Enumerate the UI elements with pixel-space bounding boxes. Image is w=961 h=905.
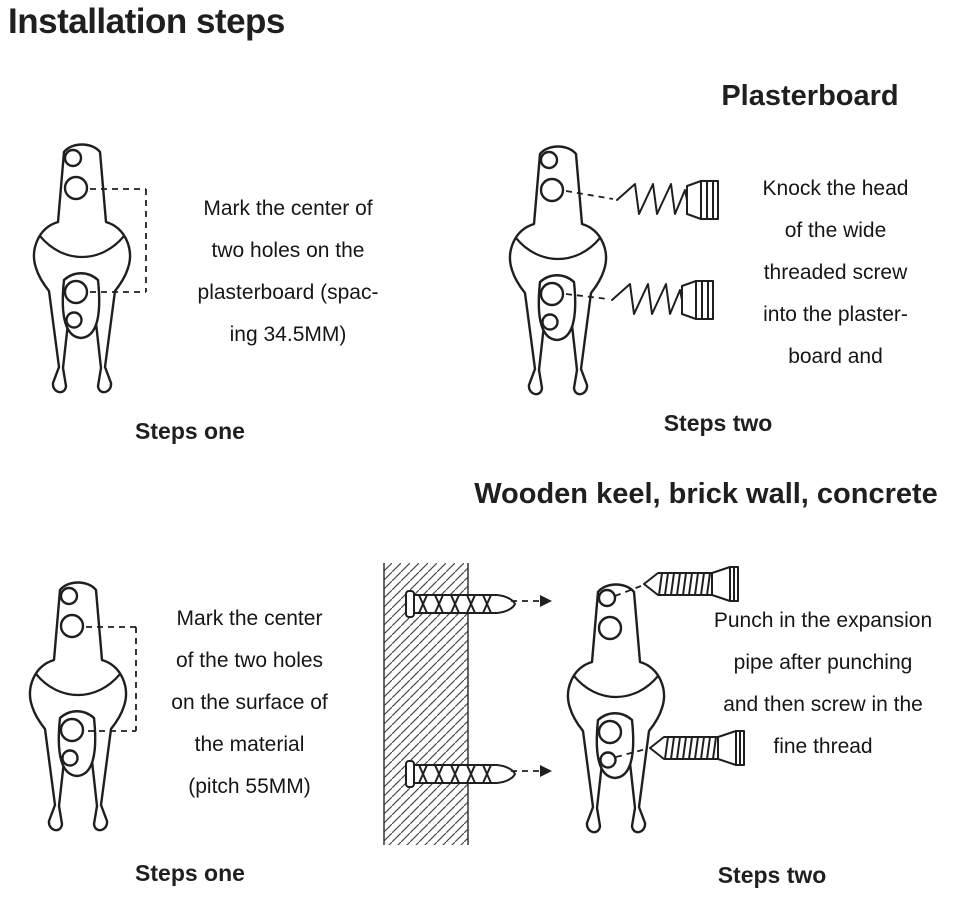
step-text-line: of the wide bbox=[784, 219, 887, 242]
anchor-arrows bbox=[511, 595, 552, 777]
caption-steps-one: Steps one bbox=[135, 860, 245, 886]
step-text-line: (pitch 55MM) bbox=[188, 775, 311, 798]
hook-drawing-top-left bbox=[32, 143, 132, 394]
step-text-line: two holes on the bbox=[211, 239, 365, 262]
step-text-wall-two: Punch in the expansion pipe after punchi… bbox=[688, 600, 958, 768]
hook-drawing-top-right bbox=[508, 145, 608, 396]
step-text-line: on the surface of bbox=[171, 691, 328, 714]
wall-hook-icon bbox=[28, 581, 128, 832]
step-text-line: into the plaster- bbox=[763, 303, 908, 326]
step-text-line: fine thread bbox=[773, 735, 873, 758]
step-text-wall-one: Mark the center of the two holes on the … bbox=[152, 598, 347, 808]
wide-thread-screw-icon bbox=[611, 280, 714, 320]
step-text-plasterboard-two: Knock the head of the wide threaded scre… bbox=[733, 168, 938, 378]
wide-thread-screw-icon bbox=[611, 280, 714, 320]
step-text-line: plasterboard (spac- bbox=[197, 281, 379, 304]
step-text-line: the material bbox=[194, 733, 305, 756]
hook-drawing-bottom-left bbox=[28, 581, 128, 832]
wide-thread-screw-icon bbox=[616, 180, 719, 220]
expansion-anchor-icon bbox=[405, 590, 516, 618]
wall-hook-icon bbox=[566, 583, 666, 834]
fine-thread-screw-icon bbox=[643, 566, 739, 602]
step-text-line: Mark the center of bbox=[203, 197, 373, 220]
hook-drawing-bottom-right bbox=[566, 583, 666, 834]
expansion-anchor-icon bbox=[405, 760, 516, 788]
step-text-plasterboard-one: Mark the center of two holes on the plas… bbox=[168, 188, 408, 356]
step-text-line: board and bbox=[788, 345, 883, 368]
caption-steps-two: Steps two bbox=[663, 410, 773, 436]
step-text-line: of the two holes bbox=[175, 649, 324, 672]
step-text-line: and then screw in the bbox=[723, 693, 923, 716]
fine-thread-screw-icon bbox=[643, 566, 739, 602]
page-title: Installation steps bbox=[8, 2, 285, 41]
wall-hook-icon bbox=[32, 143, 132, 394]
section-heading-plasterboard: Plasterboard bbox=[721, 80, 899, 112]
expansion-anchor-icon bbox=[405, 590, 516, 618]
caption-steps-two: Steps two bbox=[717, 862, 827, 888]
step-text-line: threaded screw bbox=[763, 261, 908, 284]
step-text-line: Punch in the expansion bbox=[713, 609, 933, 632]
wall-hook-icon bbox=[508, 145, 608, 396]
step-text-line: Knock the head bbox=[762, 177, 909, 200]
expansion-anchor-icon bbox=[405, 760, 516, 788]
step-text-line: ing 34.5MM) bbox=[229, 323, 347, 346]
wide-thread-screw-icon bbox=[616, 180, 719, 220]
step-text-line: Mark the center bbox=[176, 607, 323, 630]
section-heading-wall: Wooden keel, brick wall, concrete bbox=[474, 478, 938, 510]
step-text-line: pipe after punching bbox=[733, 651, 913, 674]
caption-steps-one: Steps one bbox=[135, 418, 245, 444]
